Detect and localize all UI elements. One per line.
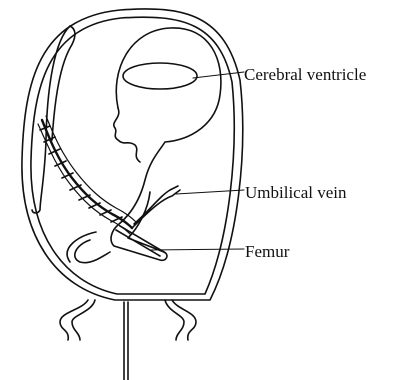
umbilical-vein-branch [132,186,180,228]
femur [116,226,164,256]
cerebral-ventricle [123,63,197,89]
cervical-canal [124,302,128,380]
fetal-face [114,108,140,162]
label-cerebral-ventricle: Cerebral ventricle [244,66,366,83]
fetal-legs [67,232,110,263]
uterus-outer-wall [22,9,243,300]
placenta [32,26,75,213]
label-femur: Femur [245,243,289,260]
leader-line-umbilical-vein [176,190,244,194]
leader-line-cerebral-ventricle [193,72,244,78]
leader-line-femur [150,249,244,250]
umbilical-cord [42,120,132,228]
label-umbilical-vein: Umbilical vein [245,184,347,201]
